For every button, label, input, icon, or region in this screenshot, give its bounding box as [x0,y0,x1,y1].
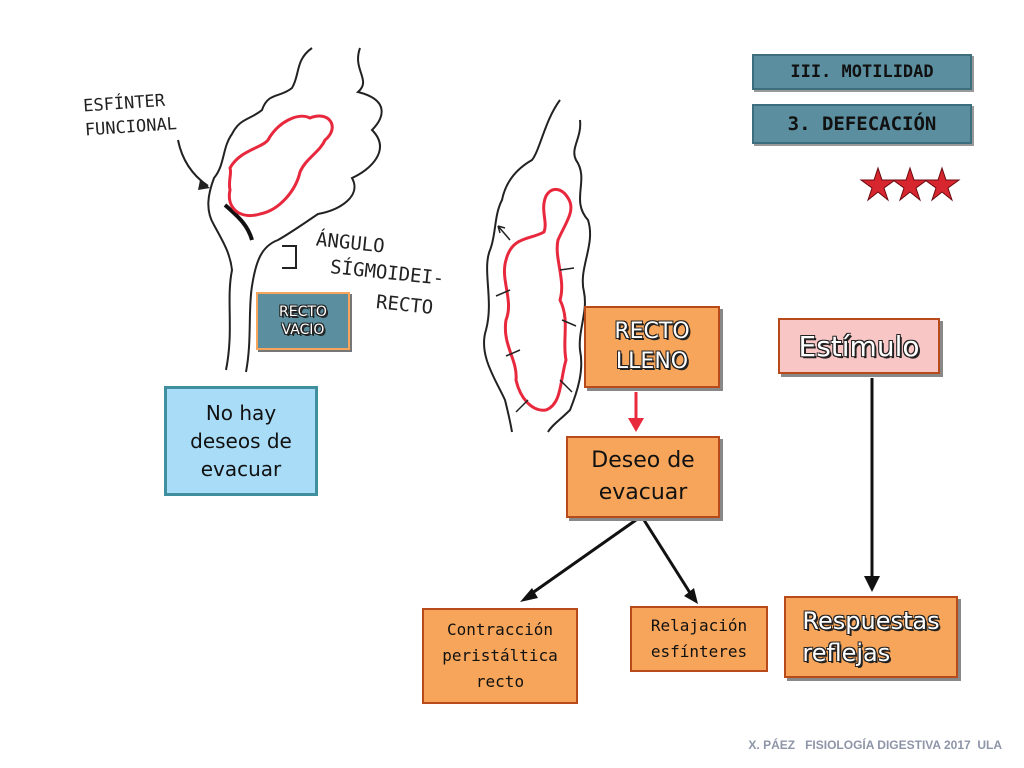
recto-vacio-box: RECTO VACIO [256,292,350,350]
right-colon-outline [483,99,561,433]
left-colon-stool [227,114,334,217]
section-tag-label: III. MOTILIDAD [790,62,934,82]
respuestas-label: Respuestas reflejas [802,607,940,667]
arrow-to-contraccion [527,518,637,598]
estimulo-label: Estímulo [798,329,920,363]
left-colon-fold [223,203,254,241]
subsection-tag-label: 3. DEFECACIÓN [787,113,937,135]
pressure-arrows [495,225,577,413]
relajacion-box: Relajación esfínteres [630,606,768,672]
stars-icon [859,166,961,202]
recto-lleno-box: RECTO LLENO [584,306,720,388]
no-hay-deseos-label: No hay deseos de evacuar [190,401,292,481]
footer-credit: X. PÁEZ FISIOLOGÍA DIGESTIVA 2017 ULA [748,738,1002,752]
sphincter-label: ESFÍNTER FUNCIONAL [82,90,178,141]
deseo-evacuar-box: Deseo de evacuar [566,436,720,518]
left-colon-outline-right [245,47,383,373]
angle-bracket [282,245,297,269]
respuestas-box: Respuestas reflejas [784,596,958,678]
right-colon-stool [503,188,573,412]
left-colon-outline [207,47,313,371]
sphincter-arrow [177,139,209,187]
contraccion-label: Contracción peristáltica recto [442,620,558,691]
subsection-tag: 3. DEFECACIÓN [752,104,972,144]
estimulo-box: Estímulo [778,318,940,374]
recto-vacio-label: RECTO VACIO [279,304,327,338]
recto-lleno-label: RECTO LLENO [614,319,690,374]
relajacion-label: Relajación esfínteres [650,616,748,661]
arrow-to-relajacion [642,519,694,597]
right-colon-outline-right [547,119,592,433]
no-hay-deseos-box: No hay deseos de evacuar [164,386,318,496]
contraccion-box: Contracción peristáltica recto [422,608,578,704]
deseo-evacuar-label: Deseo de evacuar [591,448,695,505]
section-tag: III. MOTILIDAD [752,54,972,90]
